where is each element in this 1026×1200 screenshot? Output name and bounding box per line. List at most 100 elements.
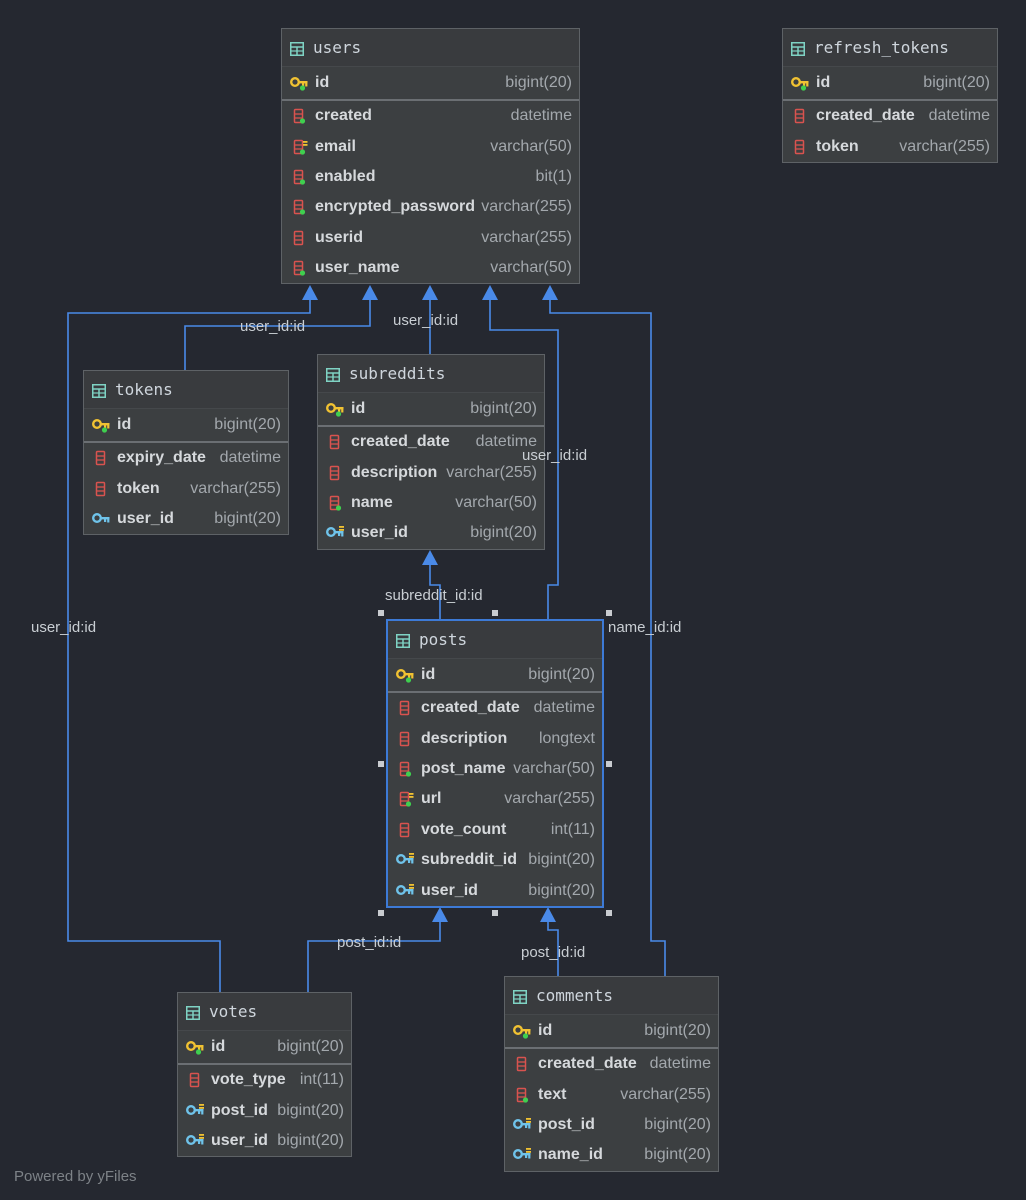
resize-handle-n[interactable] [492, 610, 498, 616]
table-refresh-tokens[interactable]: refresh_tokens id bigint(20) created_dat… [782, 28, 998, 163]
column-type: bigint(20) [214, 416, 281, 433]
table-title: posts [419, 630, 468, 649]
resize-handle-nw[interactable] [378, 610, 384, 616]
column-type: bigint(20) [644, 1022, 711, 1039]
edge-votes-to-users[interactable] [67, 298, 311, 992]
foreign-key-index-icon [513, 1147, 531, 1163]
column-type: varchar(255) [620, 1085, 711, 1103]
primary-key-row[interactable]: id bigint(20) [783, 67, 997, 99]
table-title: votes [209, 1002, 258, 1021]
column-name: expiry_date [117, 449, 206, 467]
edge-votes-to-posts[interactable] [307, 922, 441, 992]
column-icon [791, 139, 809, 155]
edge-label-subreddits-users: user_id:id [393, 312, 459, 329]
column-type: bit(1) [535, 167, 572, 185]
primary-key-row[interactable]: id bigint(20) [388, 659, 602, 691]
resize-handle-se[interactable] [606, 910, 612, 916]
edge-comments-to-users[interactable] [549, 298, 666, 976]
table-title: subreddits [349, 364, 446, 383]
foreign-key-index-icon [396, 883, 414, 899]
primary-key-icon [513, 1023, 531, 1039]
resize-handle-sw[interactable] [378, 910, 384, 916]
foreign-key-index-icon [326, 525, 344, 541]
primary-key-row[interactable]: id bigint(20) [505, 1015, 718, 1047]
column-name: created_date [538, 1055, 637, 1073]
primary-key-row[interactable]: id bigint(20) [178, 1031, 351, 1063]
resize-handle-s[interactable] [492, 910, 498, 916]
column-notnull-icon [513, 1087, 531, 1103]
column-type: varchar(255) [481, 228, 572, 246]
column-type: bigint(20) [277, 1131, 344, 1149]
foreign-key-index-icon [186, 1133, 204, 1149]
table-icon [92, 383, 106, 398]
edge-posts-to-users[interactable] [489, 298, 559, 619]
table-icon [396, 633, 410, 648]
edge-comments-to-posts[interactable] [547, 922, 559, 976]
key-separator [178, 1063, 351, 1065]
table-title: comments [536, 986, 614, 1005]
column-name: vote_count [421, 820, 507, 838]
column-name: token [117, 479, 160, 497]
edge-label-votes-posts: post_id:id [337, 934, 402, 951]
column-type: varchar(255) [481, 198, 572, 216]
column-name: post_id [538, 1115, 595, 1133]
resize-handle-e[interactable] [606, 761, 612, 767]
column-type: varchar(50) [490, 137, 572, 155]
table-header: refresh_tokens [783, 29, 997, 67]
primary-key-row[interactable]: id bigint(20) [318, 393, 544, 425]
edge-tokens-to-users[interactable] [184, 298, 371, 370]
column-type: bigint(20) [505, 74, 572, 91]
resize-handle-w[interactable] [378, 761, 384, 767]
primary-key-row[interactable]: id bigint(20) [84, 409, 288, 441]
column-type: bigint(20) [470, 400, 537, 417]
column-name: id [351, 400, 366, 417]
column-type: bigint(20) [277, 1101, 344, 1119]
edge-label-tokens-users: user_id:id [240, 318, 306, 335]
column-type: bigint(20) [528, 666, 595, 683]
foreign-key-icon [92, 511, 110, 527]
arrowhead [362, 285, 378, 300]
column-notnull-icon [326, 495, 344, 511]
primary-key-row[interactable]: id bigint(20) [282, 67, 579, 99]
resize-handle-ne[interactable] [606, 610, 612, 616]
edge-posts-to-subreddits[interactable] [429, 563, 441, 619]
